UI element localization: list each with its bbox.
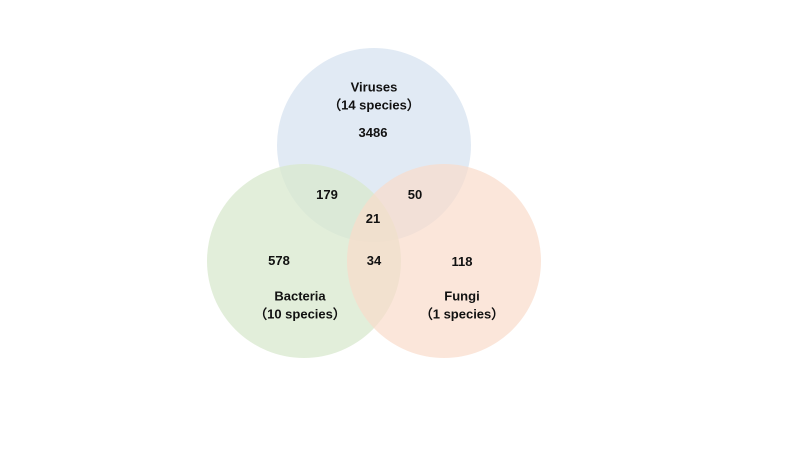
bacteria-circle: [207, 164, 401, 358]
fungi-name: Fungi: [444, 288, 480, 304]
bacteria-only-count: 578: [268, 253, 290, 269]
viruses-fungi-count: 50: [407, 187, 423, 203]
all-three-count: 21: [365, 211, 381, 227]
fungi-species-count: （1 species）: [419, 306, 505, 321]
fungi-set-label: Fungi （1 species）: [420, 287, 505, 322]
viruses-set-label: Viruses （14 species）: [328, 78, 420, 113]
viruses-bacteria-count: 179: [316, 187, 338, 203]
bacteria-fungi-count: 34: [366, 253, 382, 269]
viruses-name: Viruses: [350, 79, 398, 95]
viruses-only-count: 3486: [358, 125, 388, 141]
viruses-species-count: （14 species）: [328, 97, 420, 112]
bacteria-species-count: （10 species）: [254, 306, 346, 321]
bacteria-name: Bacteria: [274, 288, 326, 304]
bacteria-set-label: Bacteria （10 species）: [254, 287, 346, 322]
fungi-circle: [347, 164, 541, 358]
fungi-only-count: 118: [451, 254, 473, 270]
